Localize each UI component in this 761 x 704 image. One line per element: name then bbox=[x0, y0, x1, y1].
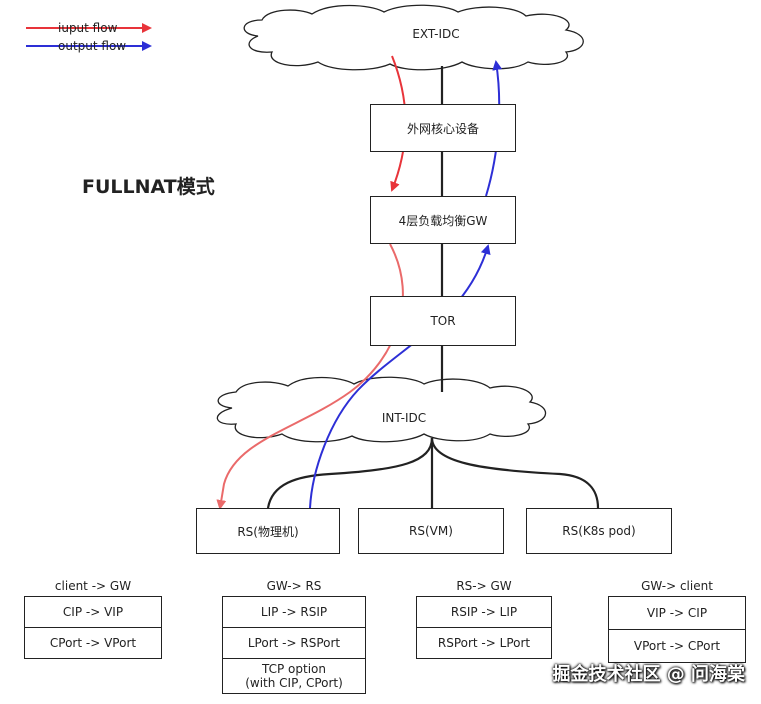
table-client-to-gw: client -> GW CIP -> VIP CPort -> VPort bbox=[24, 576, 162, 659]
int-idc-label: INT-IDC bbox=[381, 411, 427, 425]
table-gw-to-rs: GW-> RS LIP -> RSIP LPort -> RSPort TCP … bbox=[222, 576, 366, 694]
tor-node: TOR bbox=[370, 296, 516, 346]
rs-physical-node: RS(物理机) bbox=[196, 508, 340, 554]
table-cell: CIP -> VIP bbox=[25, 597, 161, 628]
legend-input-label: iuput flow bbox=[58, 21, 118, 35]
rs-tree-links bbox=[266, 437, 600, 509]
table-cell: VPort -> CPort bbox=[633, 639, 721, 653]
rs-k8s-node: RS(K8s pod) bbox=[526, 508, 672, 554]
table-cell: TCP option (with CIP, CPort) bbox=[245, 662, 343, 690]
table-header: GW-> client bbox=[641, 579, 713, 593]
l4-gateway-node: 4层负载均衡GW bbox=[370, 196, 516, 244]
rs-vm-node: RS(VM) bbox=[358, 508, 504, 554]
table-body: VIP -> CIP VPort -> CPort bbox=[608, 596, 746, 663]
juejin-watermark: 掘金技术社区 @ 问海棠 bbox=[552, 664, 745, 685]
table-body: CIP -> VIP CPort -> VPort bbox=[24, 596, 162, 659]
ext-idc-label: EXT-IDC bbox=[412, 27, 460, 41]
table-header: GW-> RS bbox=[266, 579, 322, 593]
table-cell: RSPort -> LPort bbox=[437, 636, 531, 650]
ext-idc-cloud bbox=[243, 4, 584, 71]
legend-output-label: output flow bbox=[58, 39, 127, 53]
table-header: RS-> GW bbox=[456, 579, 512, 593]
table-body: LIP -> RSIP LPort -> RSPort TCP option (… bbox=[222, 596, 366, 694]
table-cell: LIP -> RSIP bbox=[223, 597, 365, 628]
table-cell: CPort -> VPort bbox=[49, 636, 137, 650]
table-cell: LPort -> RSPort bbox=[223, 628, 365, 659]
table-gw-to-client: GW-> client VIP -> CIP VPort -> CPort bbox=[608, 576, 746, 663]
core-device-node: 外网核心设备 bbox=[370, 104, 516, 152]
table-cell: RSIP -> LIP bbox=[417, 597, 551, 628]
table-rs-to-gw: RS-> GW RSIP -> LIP RSPort -> LPort bbox=[416, 576, 552, 659]
page-title: FULLNAT模式 bbox=[82, 176, 215, 198]
table-cell: VIP -> CIP bbox=[609, 597, 745, 630]
table-body: RSIP -> LIP RSPort -> LPort bbox=[416, 596, 552, 659]
int-idc-cloud bbox=[216, 376, 547, 443]
table-header: client -> GW bbox=[54, 579, 132, 593]
